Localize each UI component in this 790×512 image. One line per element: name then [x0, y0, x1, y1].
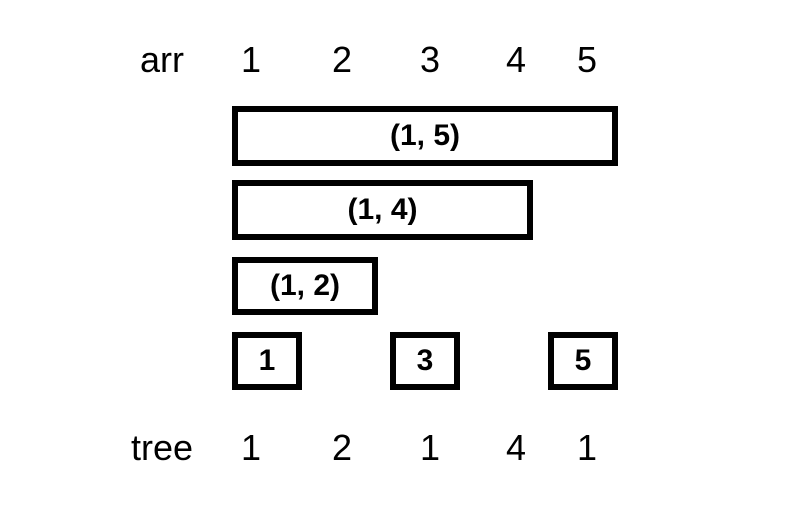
tree-value-5: 1: [576, 427, 598, 468]
leaf-box-1-label: 1: [258, 344, 276, 377]
tree-value-2: 2: [331, 427, 353, 468]
interval-box-1-2-label: (1, 2): [269, 269, 341, 302]
leaf-box-3-label: 3: [416, 344, 434, 377]
leaf-box-3: 3: [390, 332, 460, 390]
leaf-box-5-label: 5: [574, 344, 592, 377]
arr-value-5: 5: [576, 39, 598, 80]
interval-box-1-5: (1, 5): [232, 106, 618, 166]
interval-box-1-2: (1, 2): [232, 257, 378, 315]
leaf-box-1: 1: [232, 332, 302, 390]
arr-value-4: 4: [505, 39, 527, 80]
arr-value-2: 2: [331, 39, 353, 80]
arr-value-3: 3: [419, 39, 441, 80]
tree-value-4: 4: [505, 427, 527, 468]
leaf-box-5: 5: [548, 332, 618, 390]
arr-value-1: 1: [240, 39, 262, 80]
interval-box-1-5-label: (1, 5): [389, 119, 461, 152]
interval-box-1-4-label: (1, 4): [347, 193, 418, 226]
tree-row-label: tree: [130, 427, 194, 468]
tree-value-1: 1: [240, 427, 262, 468]
interval-box-1-4: (1, 4): [232, 180, 533, 240]
tree-value-3: 1: [419, 427, 441, 468]
arr-row-label: arr: [140, 39, 184, 80]
